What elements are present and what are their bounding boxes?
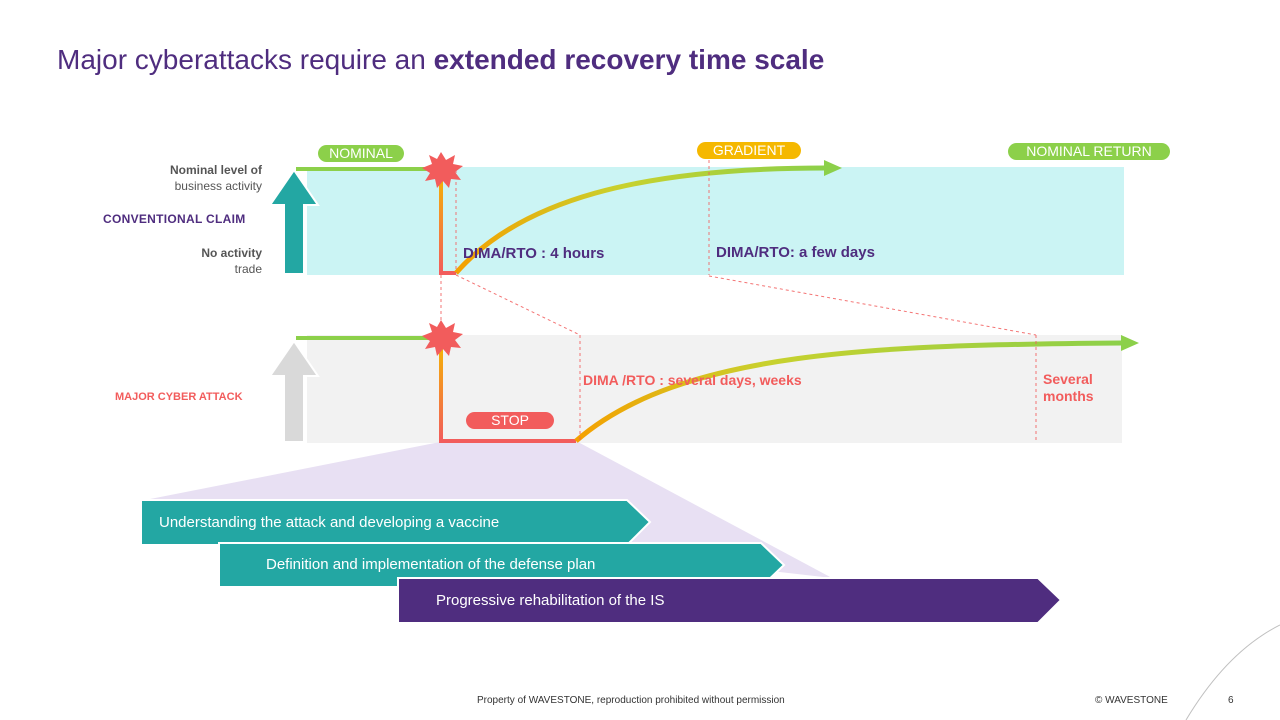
conventional-zone	[307, 167, 1124, 275]
teal-up-arrow	[268, 168, 320, 275]
top-drop-line	[439, 170, 456, 275]
step-3-label: Progressive rehabilitation of the IS	[436, 592, 665, 609]
top-recovery-curve	[454, 165, 826, 275]
page-number: 6	[1228, 695, 1234, 706]
step-1-label: Understanding the attack and developing …	[159, 514, 500, 531]
major-attack-zone	[307, 335, 1122, 443]
footer-property: Property of WAVESTONE, reproduction proh…	[477, 695, 785, 706]
step-arrow-3[interactable]	[397, 577, 1063, 624]
bottom-drop-line	[439, 339, 576, 443]
corner-arc-decoration	[1185, 624, 1280, 720]
rto-weeks-annotation: DIMA /RTO : several days, weeks	[583, 372, 802, 388]
grey-up-arrow	[268, 339, 320, 443]
pill-nominal-return: NOMINAL RETURN	[1008, 143, 1170, 160]
explosion-icon-bottom	[422, 320, 463, 356]
several-months-line2: months	[1043, 388, 1094, 404]
footer-copyright: © WAVESTONE	[1095, 695, 1168, 706]
bottom-recovery-curve	[574, 340, 1123, 443]
step-2-label: Definition and implementation of the def…	[266, 556, 596, 573]
top-arrow-head	[824, 160, 842, 176]
dashed-guides	[440, 160, 1037, 443]
pill-gradient: GRADIENT	[697, 142, 801, 159]
pill-stop: STOP	[466, 412, 554, 429]
pill-nominal: NOMINAL	[318, 145, 404, 162]
trade-label: trade	[234, 262, 262, 276]
explosion-icon-top	[422, 152, 463, 188]
bottom-arrow-head	[1121, 335, 1139, 351]
step-arrow-2[interactable]	[218, 542, 786, 588]
title-bold: extended recovery time scale	[433, 44, 825, 75]
slide-title: Major cyberattacks require an extended r…	[57, 44, 824, 76]
major-cyber-attack-label: MAJOR CYBER ATTACK	[115, 391, 243, 403]
nominal-level-label: Nominal level of	[169, 163, 262, 177]
several-months-line1: Several	[1043, 371, 1093, 387]
step-arrow-1[interactable]	[140, 499, 652, 546]
rto-few-days-annotation: DIMA/RTO: a few days	[716, 244, 875, 261]
conventional-claim-label: CONVENTIONAL CLAIM	[103, 212, 246, 226]
rto-4h-annotation: DIMA/RTO : 4 hours	[463, 245, 605, 262]
no-activity-label: No activity	[201, 246, 262, 260]
title-regular: Major cyberattacks require an	[57, 44, 434, 75]
business-activity-label: business activity	[174, 179, 262, 193]
